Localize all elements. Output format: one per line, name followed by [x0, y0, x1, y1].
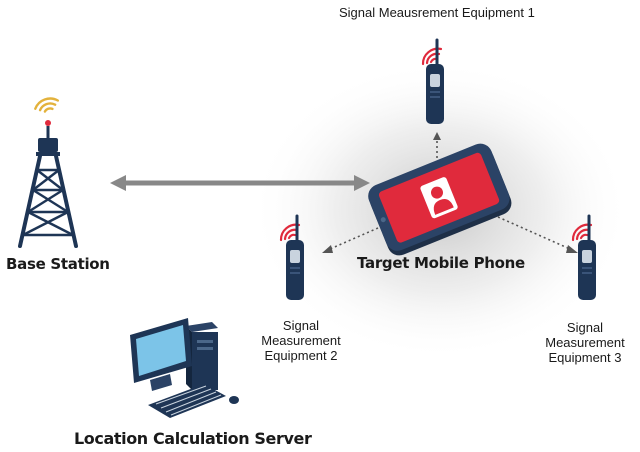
equipment-3-label-line-1: Signal: [566, 320, 604, 335]
equipment-3-label-line-2: Measurement: [545, 335, 625, 350]
server-label: Location Calculation Server: [74, 429, 312, 448]
desktop-computer-icon: [130, 318, 239, 418]
equipment-3-label: Signal Measurement Equipment 3: [530, 320, 640, 365]
measurement-links: [329, 140, 571, 250]
bidirectional-link-arrow: [110, 175, 370, 191]
target-phone-label: Target Mobile Phone: [357, 254, 525, 272]
radio-device-icon-1: [421, 38, 446, 126]
smartphone-icon: [368, 143, 512, 256]
equipment-2-label-line-3: Equipment 2: [264, 348, 338, 363]
equipment-2-label: Signal Measurement Equipment 2: [246, 318, 356, 363]
user-icon: [420, 177, 458, 219]
equipment-3-label-line-3: Equipment 3: [548, 350, 622, 365]
base-station-label: Base Station: [6, 255, 110, 273]
equipment-2-label-line-2: Measurement: [261, 333, 341, 348]
cell-tower-icon: [18, 97, 78, 248]
equipment-1-label: Signal Meausrement Equipment 1: [339, 5, 535, 20]
equipment-2-label-line-1: Signal: [282, 318, 320, 333]
